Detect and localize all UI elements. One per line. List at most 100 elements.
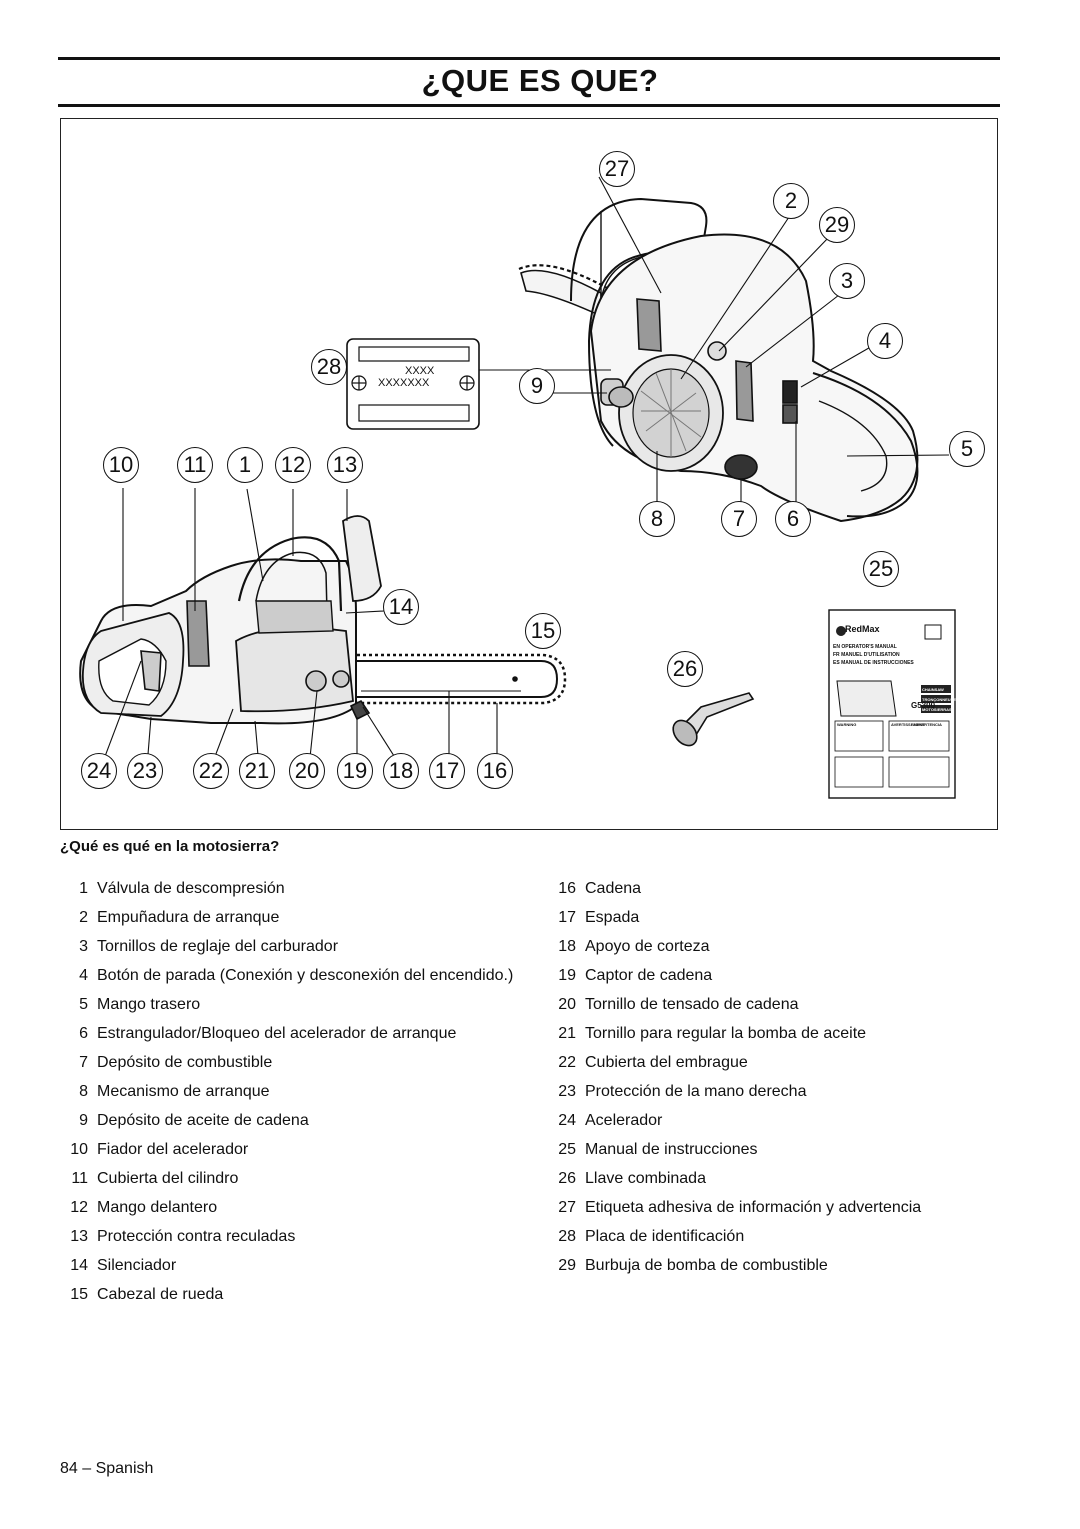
callout-badge: 22 xyxy=(193,753,229,789)
figure-caption: ¿Qué es qué en la motosierra? xyxy=(60,838,280,855)
part-label: Espada xyxy=(585,909,640,926)
part-number: 7 xyxy=(79,1054,88,1071)
list-item: 25 Manual de instrucciones xyxy=(548,1135,988,1164)
part-label: Llave combinada xyxy=(585,1170,706,1187)
list-item: 7 Depósito de combustible xyxy=(60,1048,520,1077)
plate-text-line-2: XXXXXXX xyxy=(378,377,430,389)
callout-badge: 11 xyxy=(177,447,213,483)
part-label: Acelerador xyxy=(585,1112,663,1129)
callout-badge: 26 xyxy=(667,651,703,687)
list-item: 16 Cadena xyxy=(548,874,988,903)
part-number: 22 xyxy=(558,1054,576,1071)
callout-badge: 21 xyxy=(239,753,275,789)
part-number: 2 xyxy=(79,909,88,926)
callout-badge: 27 xyxy=(599,151,635,187)
callout-badge: 19 xyxy=(337,753,373,789)
manual-warning-1: WARNING xyxy=(837,722,857,727)
part-label: Protección de la mano derecha xyxy=(585,1083,807,1100)
part-number: 17 xyxy=(558,909,576,926)
part-label: Tornillo para regular la bomba de aceite xyxy=(585,1025,867,1042)
part-number: 28 xyxy=(558,1228,576,1245)
chainsaw-illustration xyxy=(79,176,956,799)
manual-line-en: EN OPERATOR'S MANUAL xyxy=(833,644,897,650)
part-number: 15 xyxy=(70,1286,88,1303)
part-label: Apoyo de corteza xyxy=(585,938,710,955)
callout-badge: 12 xyxy=(275,447,311,483)
callout-badge: 29 xyxy=(819,207,855,243)
part-label: Tornillo de tensado de cadena xyxy=(585,996,799,1013)
callout-badge: 24 xyxy=(81,753,117,789)
list-item: 22 Cubierta del embrague xyxy=(548,1048,988,1077)
part-number: 26 xyxy=(558,1170,576,1187)
part-number: 3 xyxy=(79,938,88,955)
list-item: 12 Mango delantero xyxy=(60,1193,520,1222)
list-item: 26 Llave combinada xyxy=(548,1164,988,1193)
manual-warning-2: AVERTISSEMENT xyxy=(891,722,925,727)
part-number: 20 xyxy=(558,996,576,1013)
part-label: Depósito de aceite de cadena xyxy=(97,1112,309,1129)
part-label: Válvula de descompresión xyxy=(97,880,285,897)
part-label: Botón de parada (Conexión y desconexión … xyxy=(97,967,514,984)
callout-badge: 25 xyxy=(863,551,899,587)
manual-brand: RedMax xyxy=(845,624,880,634)
part-number: 10 xyxy=(70,1141,88,1158)
callout-badge: 7 xyxy=(721,501,757,537)
callout-badge: 28 xyxy=(311,349,347,385)
list-item: 23 Protección de la mano derecha xyxy=(548,1077,988,1106)
part-number: 5 xyxy=(79,996,88,1013)
part-label: Estrangulador/Bloqueo del acelerador de … xyxy=(97,1025,457,1042)
part-number: 23 xyxy=(558,1083,576,1100)
callout-badge: 23 xyxy=(127,753,163,789)
part-label: Mecanismo de arranque xyxy=(97,1083,270,1100)
part-number: 4 xyxy=(79,967,88,984)
callout-badge: 10 xyxy=(103,447,139,483)
part-number: 11 xyxy=(71,1170,88,1187)
callout-badge: 1 xyxy=(227,447,263,483)
callout-badge: 4 xyxy=(867,323,903,359)
part-label: Mango delantero xyxy=(97,1199,218,1216)
callout-badge: 13 xyxy=(327,447,363,483)
part-number: 21 xyxy=(558,1025,576,1042)
part-number: 8 xyxy=(79,1083,88,1100)
part-number: 24 xyxy=(558,1112,576,1129)
list-item: 11 Cubierta del cilindro xyxy=(60,1164,520,1193)
list-item: 17 Espada xyxy=(548,903,988,932)
part-label: Silenciador xyxy=(97,1257,177,1274)
list-item: 8 Mecanismo de arranque xyxy=(60,1077,520,1106)
manual-lines: EN OPERATOR'S MANUAL FR MANUEL D'UTILISA… xyxy=(833,643,914,667)
manual-warning-3: ADVERTENCIA xyxy=(913,722,942,727)
list-item: 20 Tornillo de tensado de cadena xyxy=(548,990,988,1019)
list-item: 2 Empuñadura de arranque xyxy=(60,903,520,932)
operators-manual xyxy=(828,609,956,799)
part-label: Empuñadura de arranque xyxy=(97,909,280,926)
part-label: Manual de instrucciones xyxy=(585,1141,758,1158)
part-number: 14 xyxy=(70,1257,88,1274)
callout-badge: 2 xyxy=(773,183,809,219)
part-number: 12 xyxy=(70,1199,88,1216)
list-item: 21 Tornillo para regular la bomba de acei… xyxy=(548,1019,988,1048)
callout-badge: 6 xyxy=(775,501,811,537)
callout-badge: 14 xyxy=(383,589,419,625)
part-label: Depósito de combustible xyxy=(97,1054,273,1071)
chainsaw-figure: XXXX XXXXXXX RedMax EN OPERATOR'S MANUAL… xyxy=(60,118,998,830)
part-label: Cubierta del embrague xyxy=(585,1054,748,1071)
plate-text-line-1: XXXX xyxy=(405,365,435,377)
part-number: 1 xyxy=(79,880,88,897)
callout-badge: 20 xyxy=(289,753,325,789)
callout-badge: 17 xyxy=(429,753,465,789)
part-number: 25 xyxy=(558,1141,576,1158)
part-number: 29 xyxy=(558,1257,576,1274)
identification-plate xyxy=(346,338,480,430)
callout-badge: 3 xyxy=(829,263,865,299)
part-label: Cubierta del cilindro xyxy=(97,1170,239,1187)
part-number: 6 xyxy=(79,1025,88,1042)
part-number: 16 xyxy=(558,880,576,897)
list-item: 6 Estrangulador/Bloqueo del acelerador de… xyxy=(60,1019,520,1048)
part-label: Cadena xyxy=(585,880,642,897)
page-title: ¿QUE ES QUE? xyxy=(421,63,659,98)
